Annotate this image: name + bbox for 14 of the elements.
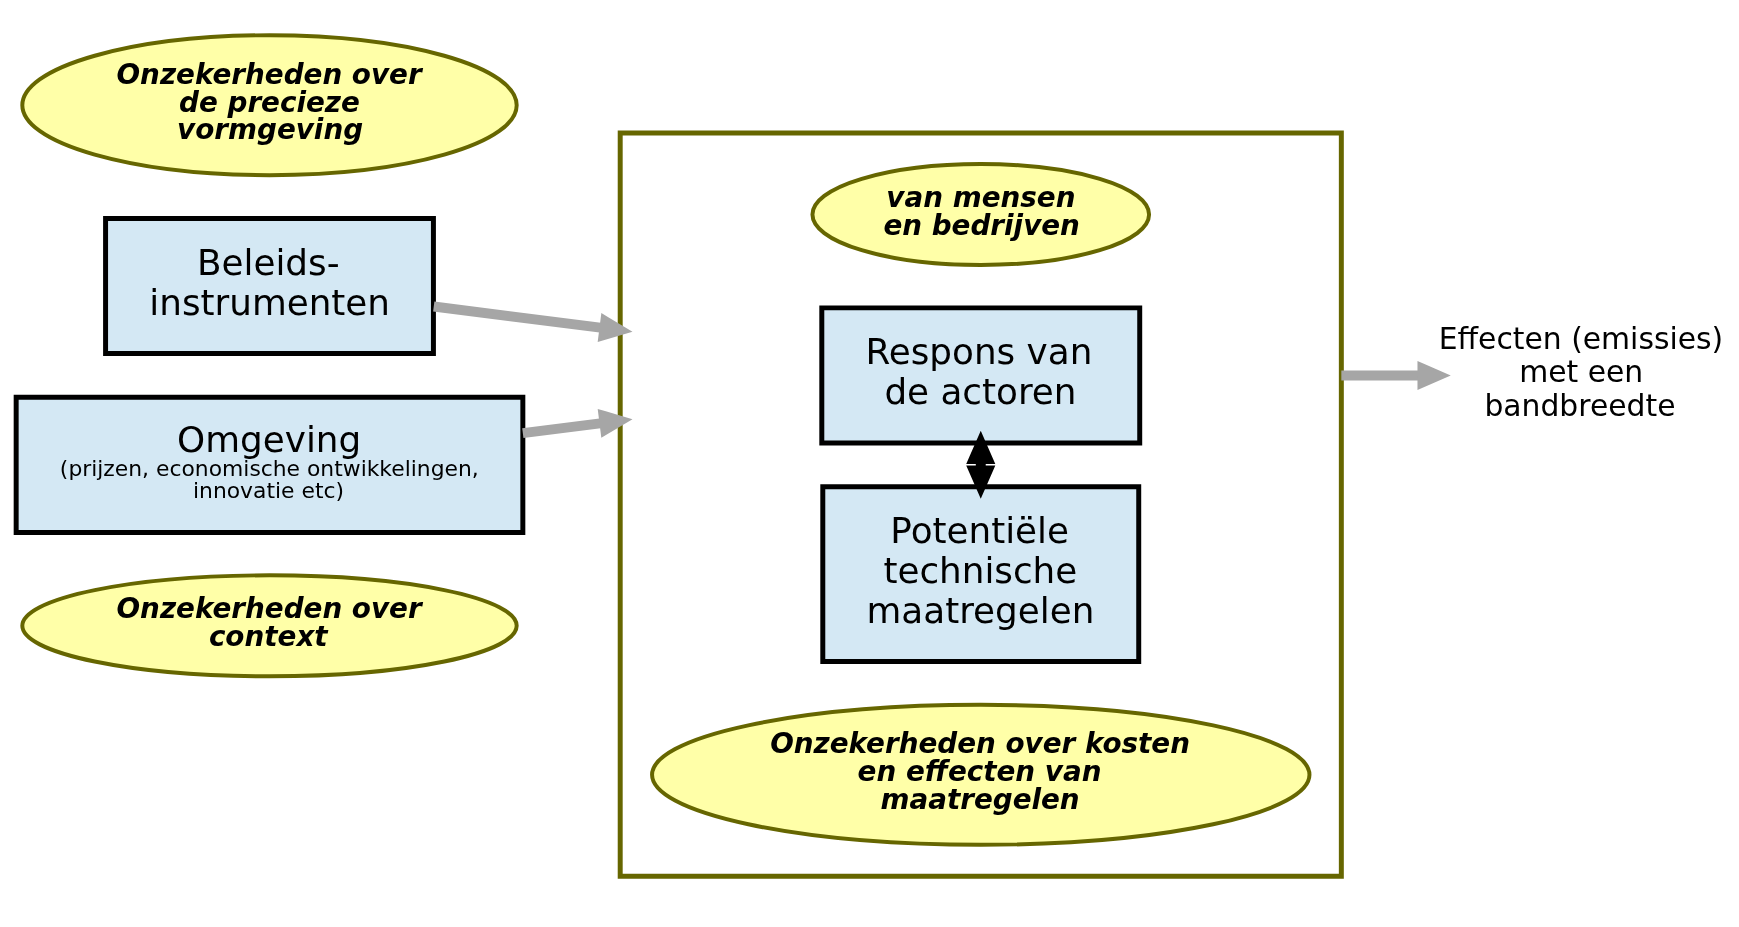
arrow [1341,360,1451,390]
node-ellipse: Onzekerheden over kosten en effecten van maatregelen [650,702,1312,847]
node-box: Potentiële technische maatregelen [820,484,1142,665]
node-ellipse: Onzekerheden over context [20,573,519,679]
node-box: Omgeving (prijzen, economische ontwikkelingen, innovatie etc) [13,394,526,535]
node-box: Respons van de actoren [819,305,1143,446]
arrow [433,301,633,342]
arrow [966,430,996,499]
node-text: Effecten (emissies) met een bandbreedte [1438,320,1724,424]
cluster [617,130,1344,879]
node-ellipse: van mensen en bedrijven [810,162,1152,267]
node-box: Beleids- instrumenten [103,216,436,357]
node-ellipse: Onzekerheden over de precieze vormgeving [20,33,519,178]
arrow [522,408,633,438]
